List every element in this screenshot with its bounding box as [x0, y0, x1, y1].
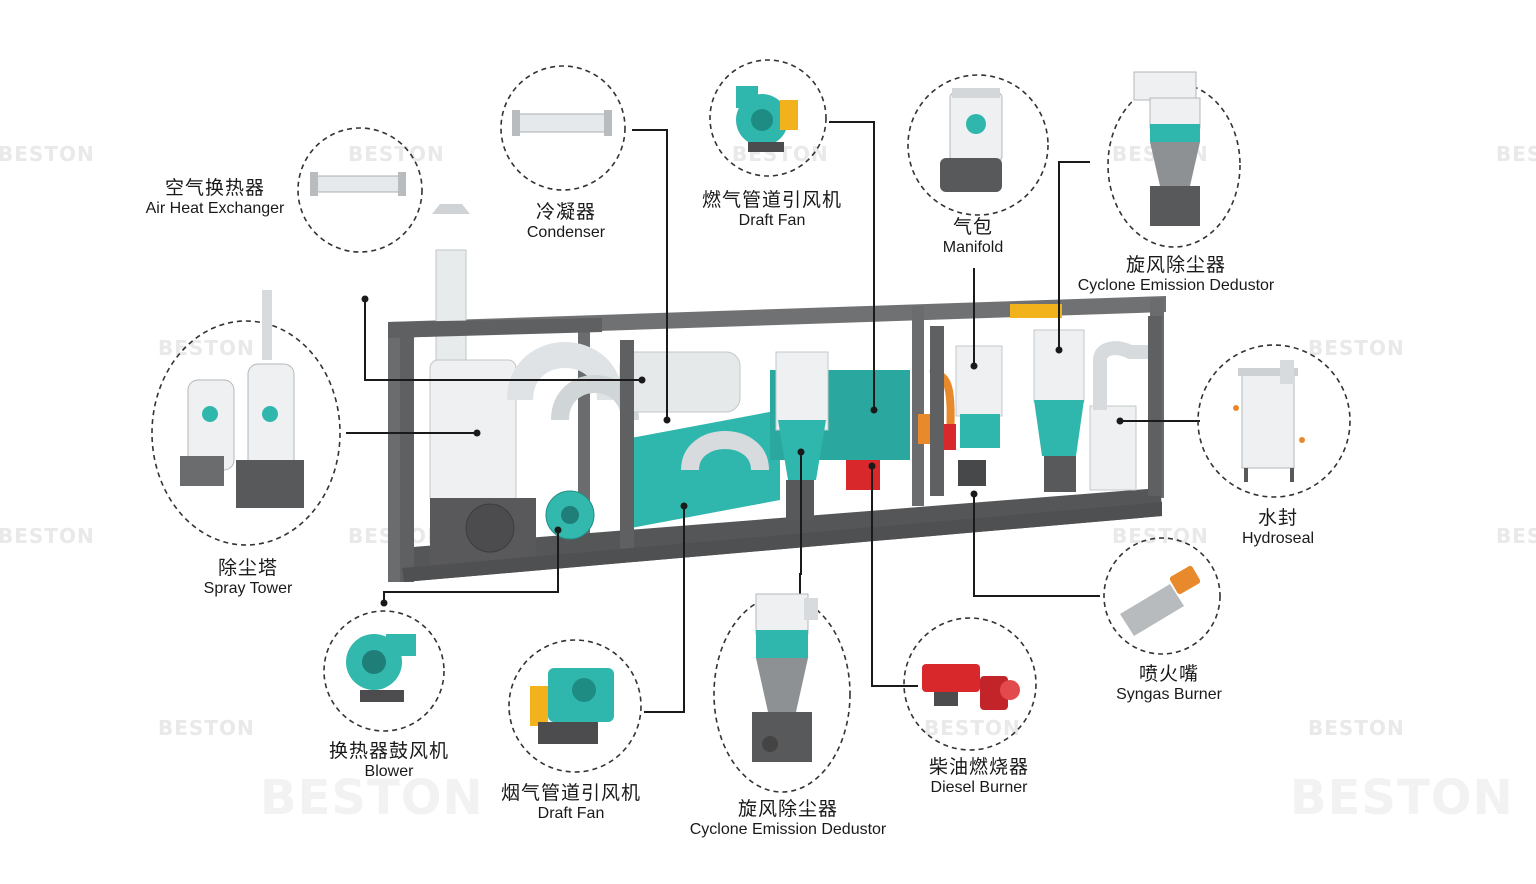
watermark: BESTON	[1496, 142, 1536, 166]
label-en: Cyclone Emission Dedustor	[689, 820, 887, 838]
label-zh: 气包	[952, 216, 994, 238]
watermark: BESTON	[1112, 524, 1209, 548]
watermark: BESTON	[1290, 770, 1514, 826]
air-heat-exchanger-icon	[310, 172, 406, 196]
label-cyclone-top: 旋风除尘器 Cyclone Emission Dedustor	[1077, 254, 1275, 295]
label-zh: 旋风除尘器	[1125, 254, 1226, 276]
watermark: BESTON	[158, 716, 255, 740]
watermark: BESTON	[1496, 524, 1536, 548]
label-zh: 换热器鼓风机	[328, 740, 450, 762]
label-en: Diesel Burner	[930, 778, 1028, 796]
label-zh: 空气换热器	[164, 177, 266, 199]
spray-tower-icon	[180, 290, 304, 508]
cyclone-dedustor-icon	[752, 593, 818, 762]
label-hydroseal: 水封 Hydroseal	[1241, 507, 1315, 548]
label-en: Draft Fan	[537, 804, 605, 822]
hydroseal-icon	[1233, 360, 1305, 482]
watermark: BESTON	[1308, 336, 1405, 360]
watermark: BESTON	[1308, 716, 1405, 740]
label-en: Condenser	[526, 223, 606, 241]
label-diesel-burner: 柴油燃烧器 Diesel Burner	[928, 756, 1030, 797]
label-zh: 柴油燃烧器	[928, 756, 1030, 778]
label-en: Draft Fan	[738, 211, 806, 229]
watermark: BESTON	[348, 142, 445, 166]
leader-lines	[346, 121, 1200, 713]
leader-dots	[361, 295, 1124, 607]
label-condenser: 冷凝器 Condenser	[526, 201, 606, 242]
watermark: BESTON	[0, 142, 95, 166]
label-syngas-burner: 喷火嘴 Syngas Burner	[1116, 663, 1222, 704]
label-zh: 喷火嘴	[1138, 663, 1199, 685]
label-en: Syngas Burner	[1116, 685, 1222, 703]
condenser-icon	[512, 110, 612, 136]
callout-circles	[151, 59, 1351, 793]
main-machine	[388, 204, 1166, 582]
draft-fan-icon	[530, 668, 614, 744]
label-cyclone-bottom: 旋风除尘器 Cyclone Emission Dedustor	[689, 798, 887, 839]
label-air-heat-exchanger: 空气换热器 Air Heat Exchanger	[145, 177, 285, 218]
label-blower: 换热器鼓风机 Blower	[328, 740, 450, 781]
watermark: BESTON	[158, 336, 255, 360]
label-en: Cyclone Emission Dedustor	[1077, 276, 1275, 294]
watermark: BESTON	[0, 524, 95, 548]
label-draft-fan-top: 燃气管道引风机 Draft Fan	[701, 189, 843, 230]
label-manifold: 气包 Manifold	[942, 216, 1004, 257]
label-zh: 水封	[1257, 507, 1298, 529]
manifold-icon	[940, 88, 1003, 192]
watermark: BESTON	[924, 716, 1021, 740]
label-en: Blower	[364, 762, 414, 780]
label-en: Manifold	[942, 238, 1004, 256]
label-draft-fan-bottom: 烟气管道引风机 Draft Fan	[500, 782, 642, 823]
cyclone-dedustor-icon	[1133, 71, 1201, 226]
label-zh: 烟气管道引风机	[500, 782, 642, 804]
blower-icon	[346, 634, 416, 702]
label-zh: 除尘塔	[217, 557, 279, 579]
label-en: Air Heat Exchanger	[145, 199, 285, 217]
label-zh: 旋风除尘器	[737, 798, 838, 820]
diesel-burner-icon	[922, 664, 1020, 710]
label-en: Hydroseal	[1241, 529, 1315, 547]
label-spray-tower: 除尘塔 Spray Tower	[203, 557, 293, 598]
watermark: BESTON	[260, 770, 484, 826]
label-zh: 燃气管道引风机	[701, 189, 843, 211]
label-zh: 冷凝器	[535, 201, 596, 223]
syngas-burner-icon	[1120, 565, 1201, 636]
label-en: Spray Tower	[203, 579, 293, 597]
draft-fan-icon	[736, 86, 798, 152]
